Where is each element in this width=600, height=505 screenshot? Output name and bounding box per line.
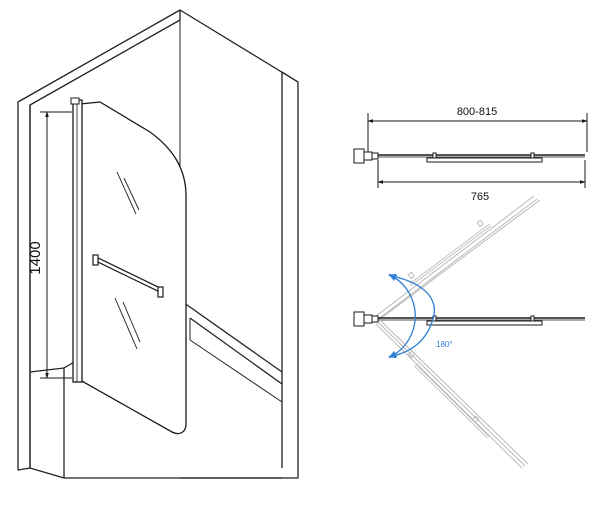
bathtub-rim xyxy=(179,299,283,373)
glass-outline xyxy=(79,101,187,435)
height-label: 1400 xyxy=(27,241,44,274)
towel-bar-rotation xyxy=(426,320,543,326)
top-view-closed xyxy=(353,113,588,188)
glass-width-label: 765 xyxy=(471,191,489,203)
total-width-label: 800-815 xyxy=(457,106,497,118)
rotation-label: 180° xyxy=(436,340,453,349)
height-dimension xyxy=(40,111,72,379)
rotation-arc-bulge xyxy=(388,273,435,359)
glass-reflection xyxy=(114,171,141,350)
bathtub-front xyxy=(29,367,65,478)
glass-panel xyxy=(70,97,187,435)
back-wall xyxy=(179,9,299,479)
top-view-rotation xyxy=(353,195,585,469)
towel-bar-top xyxy=(426,157,543,163)
ghost-panel-open-up xyxy=(375,195,541,321)
rotation-arrow xyxy=(388,273,398,359)
closed-panel-rotation xyxy=(353,311,585,327)
wall-profile xyxy=(72,99,83,383)
isometric-view xyxy=(17,9,299,479)
wall-bracket-rotation xyxy=(353,311,365,327)
towel-bar xyxy=(92,254,164,298)
wall-bracket-top xyxy=(353,148,365,164)
